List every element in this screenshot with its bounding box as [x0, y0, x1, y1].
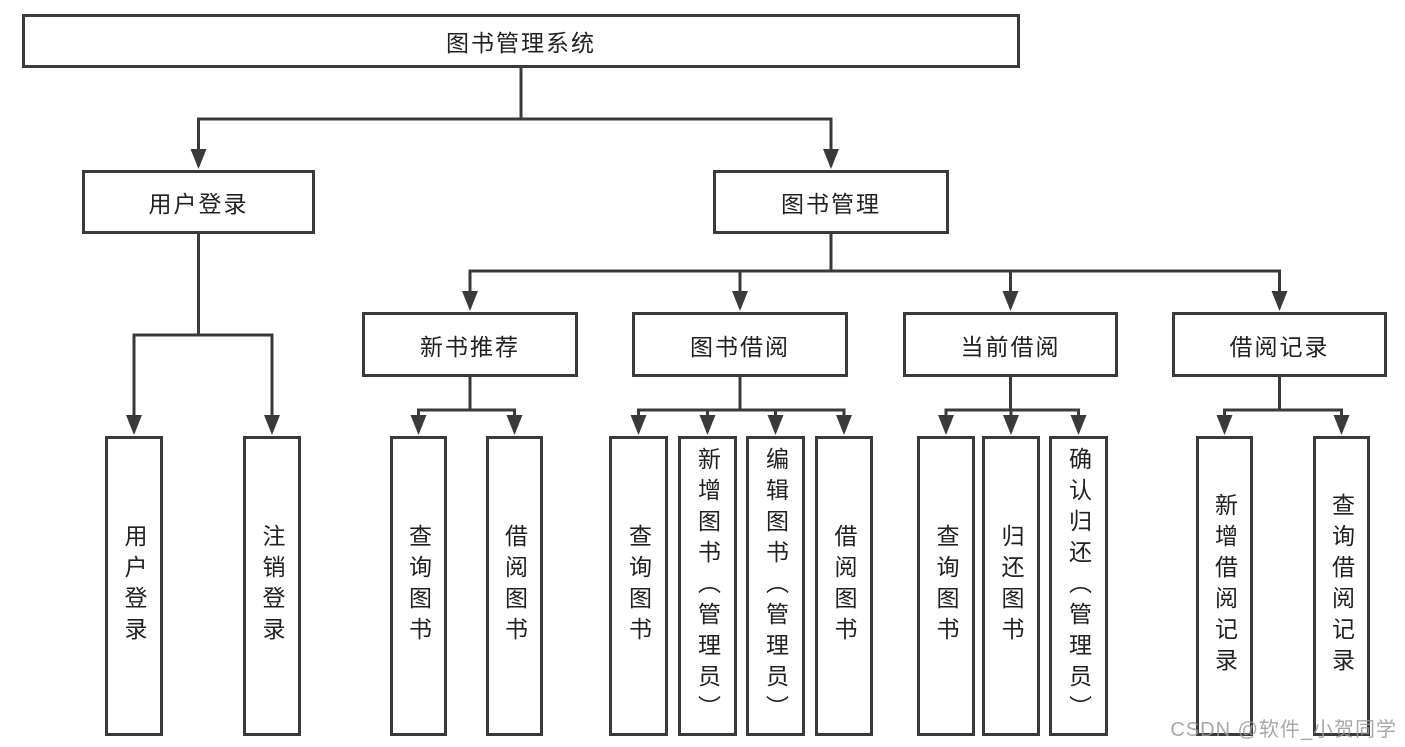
leaf-newbookrec-query-books: 查询图书	[390, 436, 447, 736]
node-user-login-label: 用户登录	[148, 191, 249, 217]
leaf-bookborrow-add-books-admin-label: 新增图书（管理员）	[694, 446, 721, 726]
leaf-bookborrow-query-books-label: 查询图书	[625, 524, 652, 648]
leaf-currentborrow-confirm-return-admin: 确认归还（管理员）	[1049, 436, 1108, 736]
node-current-borrow-label: 当前借阅	[960, 333, 1061, 360]
leaf-bookborrow-borrow-books-label: 借阅图书	[831, 524, 857, 648]
leaf-bookborrow-add-books-admin: 新增图书（管理员）	[678, 436, 737, 736]
leaf-logout: 注销登录	[243, 436, 301, 736]
connector-userlogin-to-leaves	[126, 233, 280, 435]
leaf-currentborrow-query-books: 查询图书	[917, 436, 975, 736]
node-root-system: 图书管理系统	[22, 14, 1020, 68]
connector-newbookrec-to-leaves	[410, 376, 523, 435]
leaf-bookborrow-edit-books-admin-label: 编辑图书（管理员）	[762, 446, 789, 726]
leaf-currentborrow-return-books: 归还图书	[982, 436, 1040, 736]
connector-bookmgmt-to-level3	[462, 233, 1288, 311]
leaf-currentborrow-query-books-label: 查询图书	[933, 524, 959, 648]
csdn-watermark: CSDN @软件_小贺同学	[1170, 719, 1397, 741]
node-book-management: 图书管理	[713, 170, 949, 234]
leaf-user-login: 用户登录	[105, 436, 163, 736]
node-current-borrow: 当前借阅	[903, 312, 1118, 377]
leaf-borrowrecord-add-record: 新增借阅记录	[1196, 436, 1253, 736]
node-root-label: 图书管理系统	[446, 30, 596, 56]
node-book-borrow-label: 图书借阅	[690, 333, 790, 360]
node-borrow-record-label: 借阅记录	[1229, 333, 1330, 360]
connector-currentborrow-to-leaves	[938, 376, 1087, 435]
node-borrow-record: 借阅记录	[1172, 312, 1387, 377]
leaf-logout-label: 注销登录	[259, 524, 285, 648]
leaf-bookborrow-query-books: 查询图书	[609, 436, 668, 736]
leaf-borrowrecord-query-record-label: 查询借阅记录	[1328, 493, 1355, 679]
leaf-newbookrec-borrow-books: 借阅图书	[486, 436, 543, 736]
leaf-bookborrow-borrow-books: 借阅图书	[815, 436, 873, 736]
node-book-borrow: 图书借阅	[632, 312, 848, 377]
connector-bookborrow-to-leaves	[630, 376, 852, 435]
leaf-bookborrow-edit-books-admin: 编辑图书（管理员）	[746, 436, 805, 736]
leaf-user-login-label: 用户登录	[121, 524, 147, 648]
leaf-currentborrow-confirm-return-admin-label: 确认归还（管理员）	[1065, 446, 1092, 726]
leaf-newbookrec-query-books-label: 查询图书	[405, 524, 432, 648]
leaf-borrowrecord-add-record-label: 新增借阅记录	[1211, 493, 1238, 679]
node-book-management-label: 图书管理	[781, 191, 881, 217]
connector-borrowrecord-to-leaves	[1216, 376, 1350, 435]
leaf-newbookrec-borrow-books-label: 借阅图书	[501, 524, 528, 648]
leaf-currentborrow-return-books-label: 归还图书	[998, 524, 1024, 648]
connector-root-to-level2	[190, 67, 839, 169]
node-new-book-recommend-label: 新书推荐	[420, 333, 520, 360]
node-user-login: 用户登录	[82, 170, 315, 234]
node-new-book-recommend: 新书推荐	[362, 312, 578, 377]
leaf-borrowrecord-query-record: 查询借阅记录	[1313, 436, 1370, 736]
